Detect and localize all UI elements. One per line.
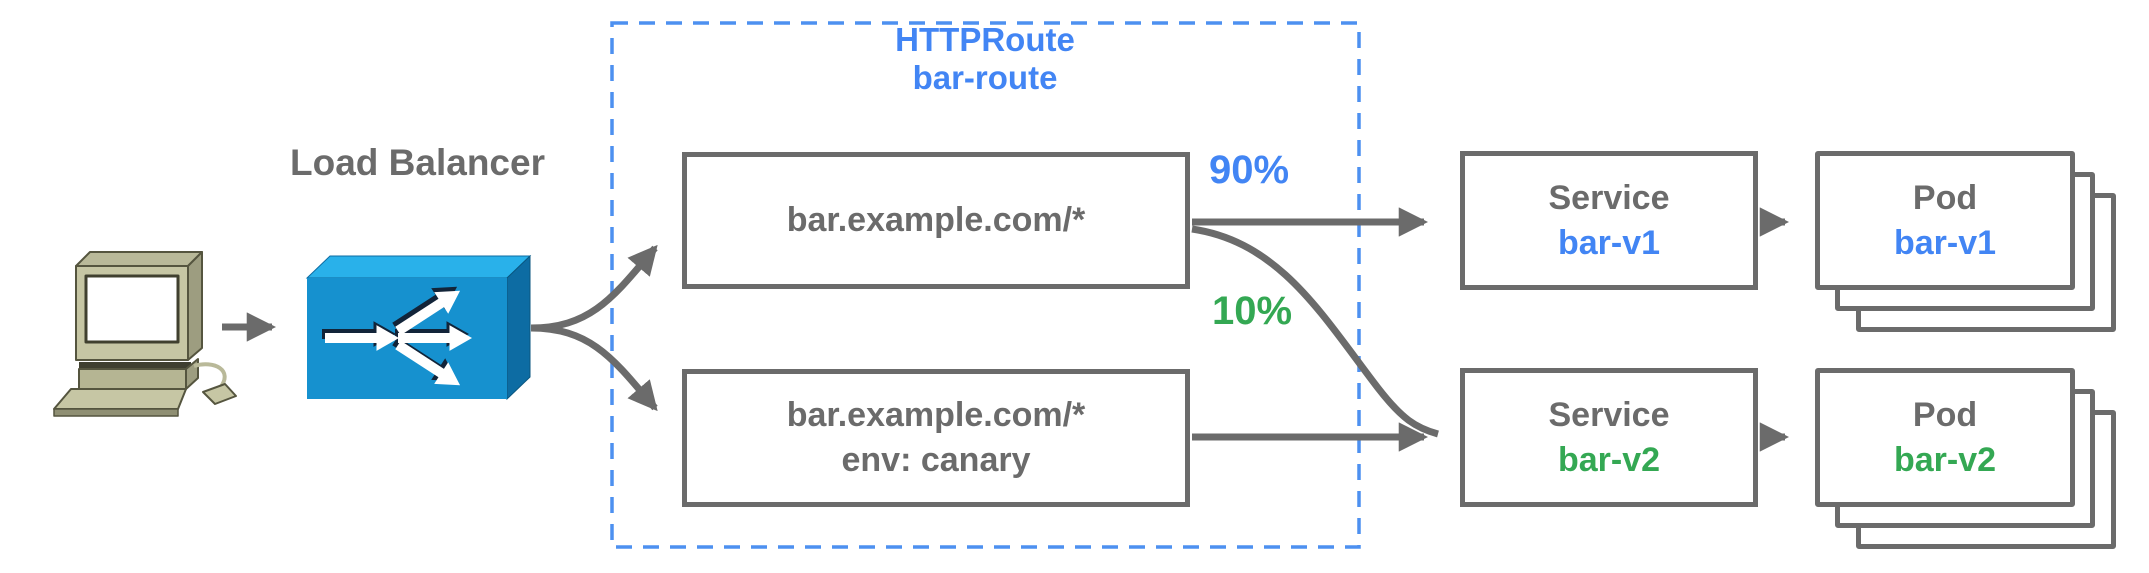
weight-label-10: 10%: [1212, 289, 1293, 333]
pod-kind-label: Pod: [1912, 178, 1978, 217]
pod-stack-bar-v1: Pod bar-v1: [1815, 151, 2121, 339]
service-name-label: bar-v2: [1557, 440, 1661, 479]
pod-stack-bar-v2: Pod bar-v2: [1815, 368, 2121, 556]
computer-icon: [53, 251, 237, 417]
pod-name-label: bar-v2: [1893, 440, 1997, 479]
arrow-lb-to-rule2: [530, 324, 658, 412]
load-balancer-label: Load Balancer: [290, 142, 545, 183]
pod-card: Pod bar-v1: [1815, 151, 2075, 290]
route-rule-box-1: bar.example.com/*: [682, 152, 1190, 289]
service-kind-label: Service: [1548, 395, 1670, 434]
route-match-hostname: bar.example.com/*: [786, 396, 1086, 434]
service-box-bar-v2: Service bar-v2: [1460, 368, 1758, 507]
service-kind-label: Service: [1548, 178, 1670, 217]
lb-split-arrows-shadow: [322, 277, 468, 391]
arrow-lb-to-rule1: [530, 244, 658, 332]
httproute-name-label: bar-route: [912, 59, 1058, 96]
service-name-label: bar-v1: [1557, 223, 1661, 262]
pod-kind-label: Pod: [1912, 395, 1978, 434]
pod-name-label: bar-v1: [1893, 223, 1997, 262]
route-match-header: env: canary: [841, 441, 1031, 479]
route-rule-box-2: bar.example.com/* env: canary: [682, 369, 1190, 507]
weight-label-90: 90%: [1209, 148, 1290, 192]
httproute-kind-label: HTTPRoute: [895, 21, 1075, 58]
lb-split-arrows: [325, 281, 471, 395]
pod-card: Pod bar-v2: [1815, 368, 2075, 507]
load-balancer-icon: [305, 254, 532, 401]
service-box-bar-v1: Service bar-v1: [1460, 151, 1758, 290]
route-match-hostname: bar.example.com/*: [786, 201, 1086, 239]
httproute-title: HTTPRoute bar-route: [830, 21, 1140, 97]
